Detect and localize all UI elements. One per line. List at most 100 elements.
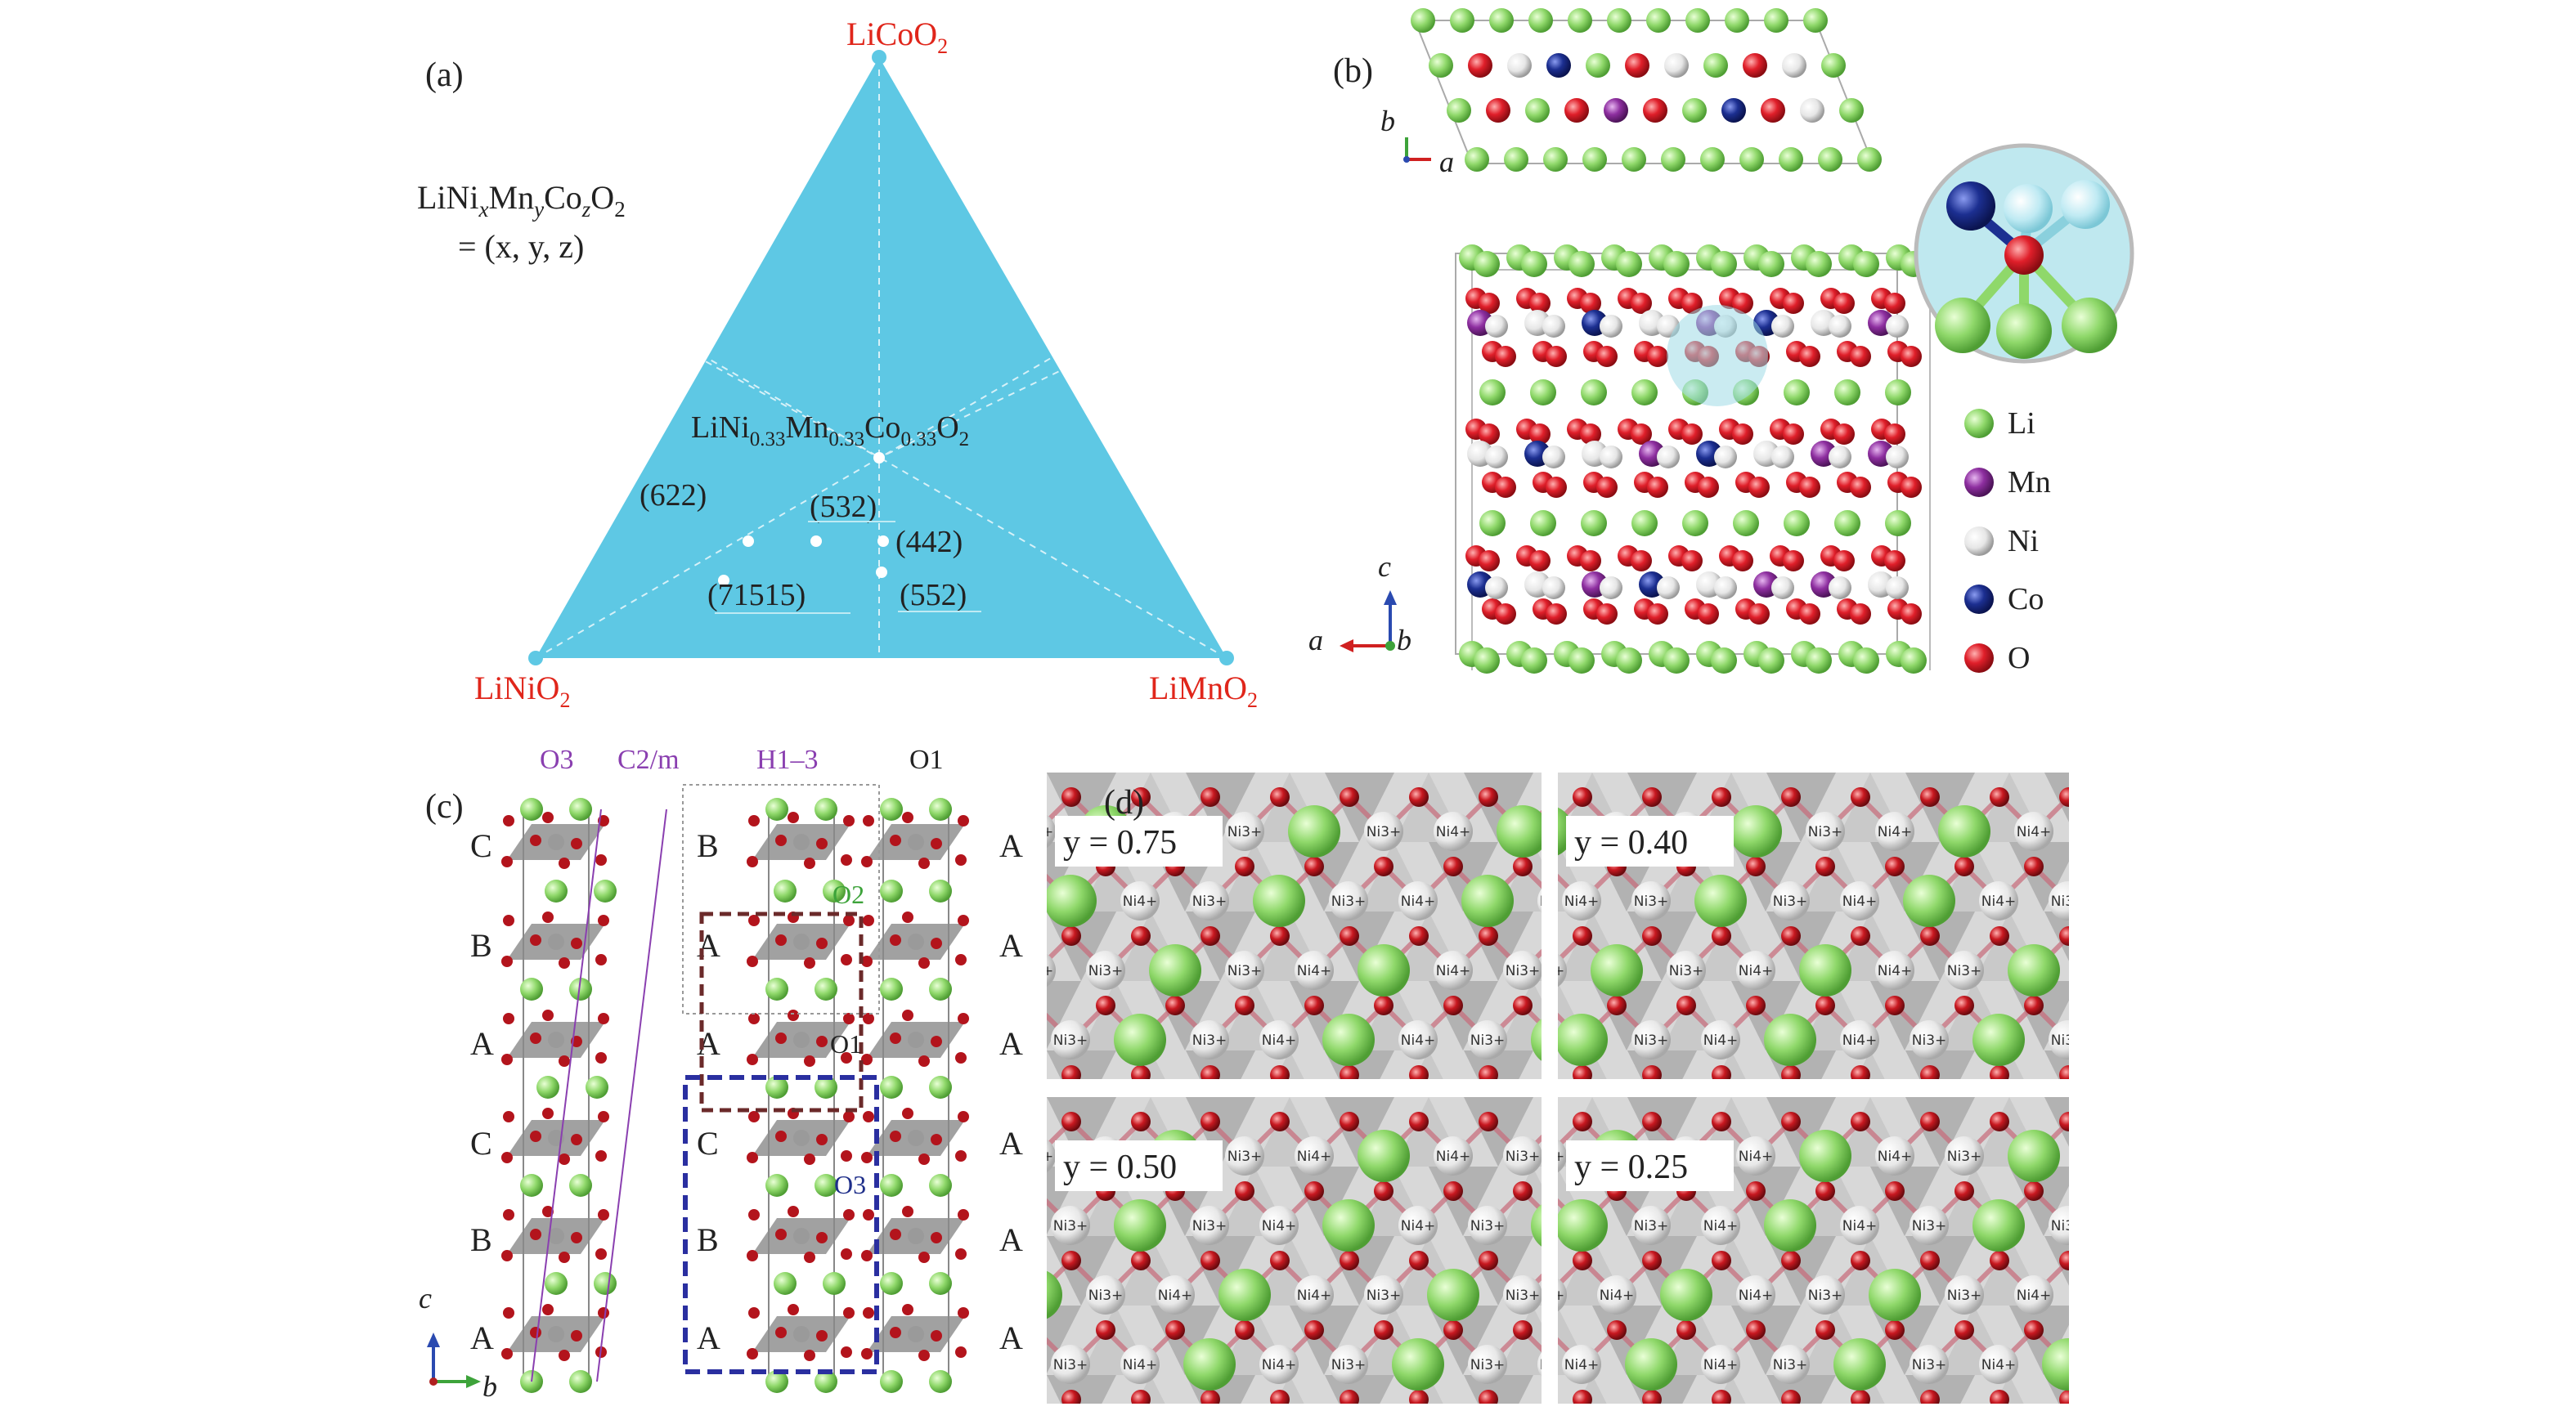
- atom-o: [1732, 293, 1753, 314]
- atom-ni: [1829, 576, 1851, 599]
- atom-o: [1920, 1112, 1940, 1131]
- svg-text:b: b: [1397, 624, 1411, 656]
- atom-o: [788, 1010, 799, 1021]
- atom: [1703, 53, 1728, 78]
- header-c2m: C2/m: [617, 745, 680, 775]
- ni-label: Ni3+: [1088, 1288, 1124, 1304]
- atom-o: [1479, 1112, 1498, 1131]
- atom-o: [1746, 857, 1766, 876]
- ni-label: Ni4+: [2017, 824, 2052, 840]
- atom-o: [902, 1206, 913, 1217]
- atom-ni: [1503, 1136, 1542, 1176]
- zoom-inset: [1914, 143, 2134, 364]
- atom-li: [1806, 251, 1832, 277]
- atom: [1643, 98, 1667, 123]
- atom-li: [774, 1272, 797, 1295]
- quad-label-box: [1055, 816, 1223, 867]
- svg-text:C: C: [470, 827, 492, 864]
- atom-li: [1322, 1199, 1375, 1252]
- panel-c-tag: (c): [425, 788, 464, 826]
- atom-o: [1783, 550, 1804, 571]
- atom-o: [501, 1054, 513, 1065]
- ni-label: Ni3+: [1947, 1149, 1982, 1165]
- ni-label: Ni4+: [1981, 894, 2017, 910]
- atom-li: [545, 1272, 568, 1295]
- atom-o: [530, 1327, 541, 1338]
- atom-li: [1047, 1270, 1062, 1319]
- atom-o: [1990, 1390, 2009, 1404]
- atom-li: [774, 880, 797, 903]
- atom-ni: [1714, 446, 1737, 468]
- atom-ni: [1537, 889, 1542, 913]
- atom-o: [530, 1032, 541, 1044]
- atom-o: [2059, 1251, 2069, 1270]
- atom-li: [1700, 147, 1725, 172]
- atom-ni: [1364, 1275, 1403, 1315]
- atom-o: [747, 1250, 758, 1261]
- ni-label: Ni3+: [1470, 1357, 1506, 1373]
- atom-o: [559, 957, 570, 969]
- atom-o: [1712, 1251, 1731, 1270]
- ni-label: Ni4+: [1158, 1288, 1193, 1304]
- ternary-guides: [535, 57, 1227, 659]
- atom-o: [530, 835, 541, 846]
- ni-label: Ni3+: [1634, 1032, 1669, 1049]
- atom-o: [1783, 423, 1804, 445]
- atom-li: [823, 1272, 846, 1295]
- atom-ni: [1736, 951, 1775, 990]
- atom-ni: [2084, 812, 2110, 851]
- atom-o: [1409, 926, 1429, 946]
- atom-li: [594, 1272, 617, 1295]
- atom-o: [955, 1346, 967, 1358]
- ni-label: Ni3+: [1227, 824, 1263, 840]
- atom: [1743, 53, 1767, 78]
- atom-o: [958, 1111, 969, 1122]
- atom-li: [569, 1174, 592, 1197]
- atom-o: [1479, 1390, 1498, 1404]
- ni-label: Ni4+: [1739, 1149, 1774, 1165]
- atom-o: [958, 815, 969, 826]
- atom-ni: [1701, 1020, 1740, 1059]
- ni-label: Ni4+: [1878, 963, 1913, 979]
- atom-li: [1474, 251, 1500, 277]
- atom-o: [2094, 1181, 2110, 1201]
- atom-ni: [2049, 1020, 2069, 1059]
- quad-label: y = 0.50: [1063, 1149, 1177, 1186]
- atom-o: [1270, 787, 1290, 807]
- atom-ni: [1562, 881, 1601, 921]
- atom-li: [815, 978, 837, 1001]
- atom-o: [1131, 1251, 1151, 1270]
- atom-li: [1489, 8, 1514, 33]
- atom-o: [1990, 787, 2009, 807]
- atom-ni: [2084, 1136, 2110, 1176]
- atom-o: [1901, 603, 1922, 625]
- ni-label: Ni3+: [2051, 1032, 2086, 1049]
- atom-li: [929, 1370, 952, 1393]
- atom-o: [841, 954, 852, 965]
- svg-text:Co: Co: [2008, 582, 2044, 616]
- atom-tm: [908, 834, 924, 850]
- atom-ni: [1600, 446, 1622, 468]
- atom-o: [1815, 1181, 1835, 1201]
- atom-o: [748, 1013, 760, 1024]
- ni-label: Ni3+: [1634, 1218, 1669, 1234]
- svg-text:a: a: [1439, 146, 1454, 178]
- svg-text:A: A: [999, 827, 1023, 864]
- atom-o: [1061, 1112, 1081, 1131]
- atom-ni: [1657, 446, 1680, 468]
- ni-label: Ni3+: [1192, 894, 1227, 910]
- svg-text:a: a: [1308, 624, 1323, 656]
- svg-text:Li: Li: [2008, 406, 2035, 441]
- atom-o: [804, 1153, 815, 1165]
- atom-o: [1631, 423, 1652, 445]
- atom-li: [1885, 379, 1911, 405]
- atom-o: [1443, 1320, 1463, 1340]
- atom-o: [861, 956, 873, 967]
- atom-li: [1288, 805, 1340, 858]
- atom-o: [1642, 1390, 1662, 1404]
- atom-o: [1596, 603, 1618, 625]
- unit-cell: [1455, 244, 1931, 674]
- atom-o: [2094, 996, 2110, 1015]
- atom-o: [1607, 1320, 1627, 1340]
- atom-li: [1616, 251, 1642, 277]
